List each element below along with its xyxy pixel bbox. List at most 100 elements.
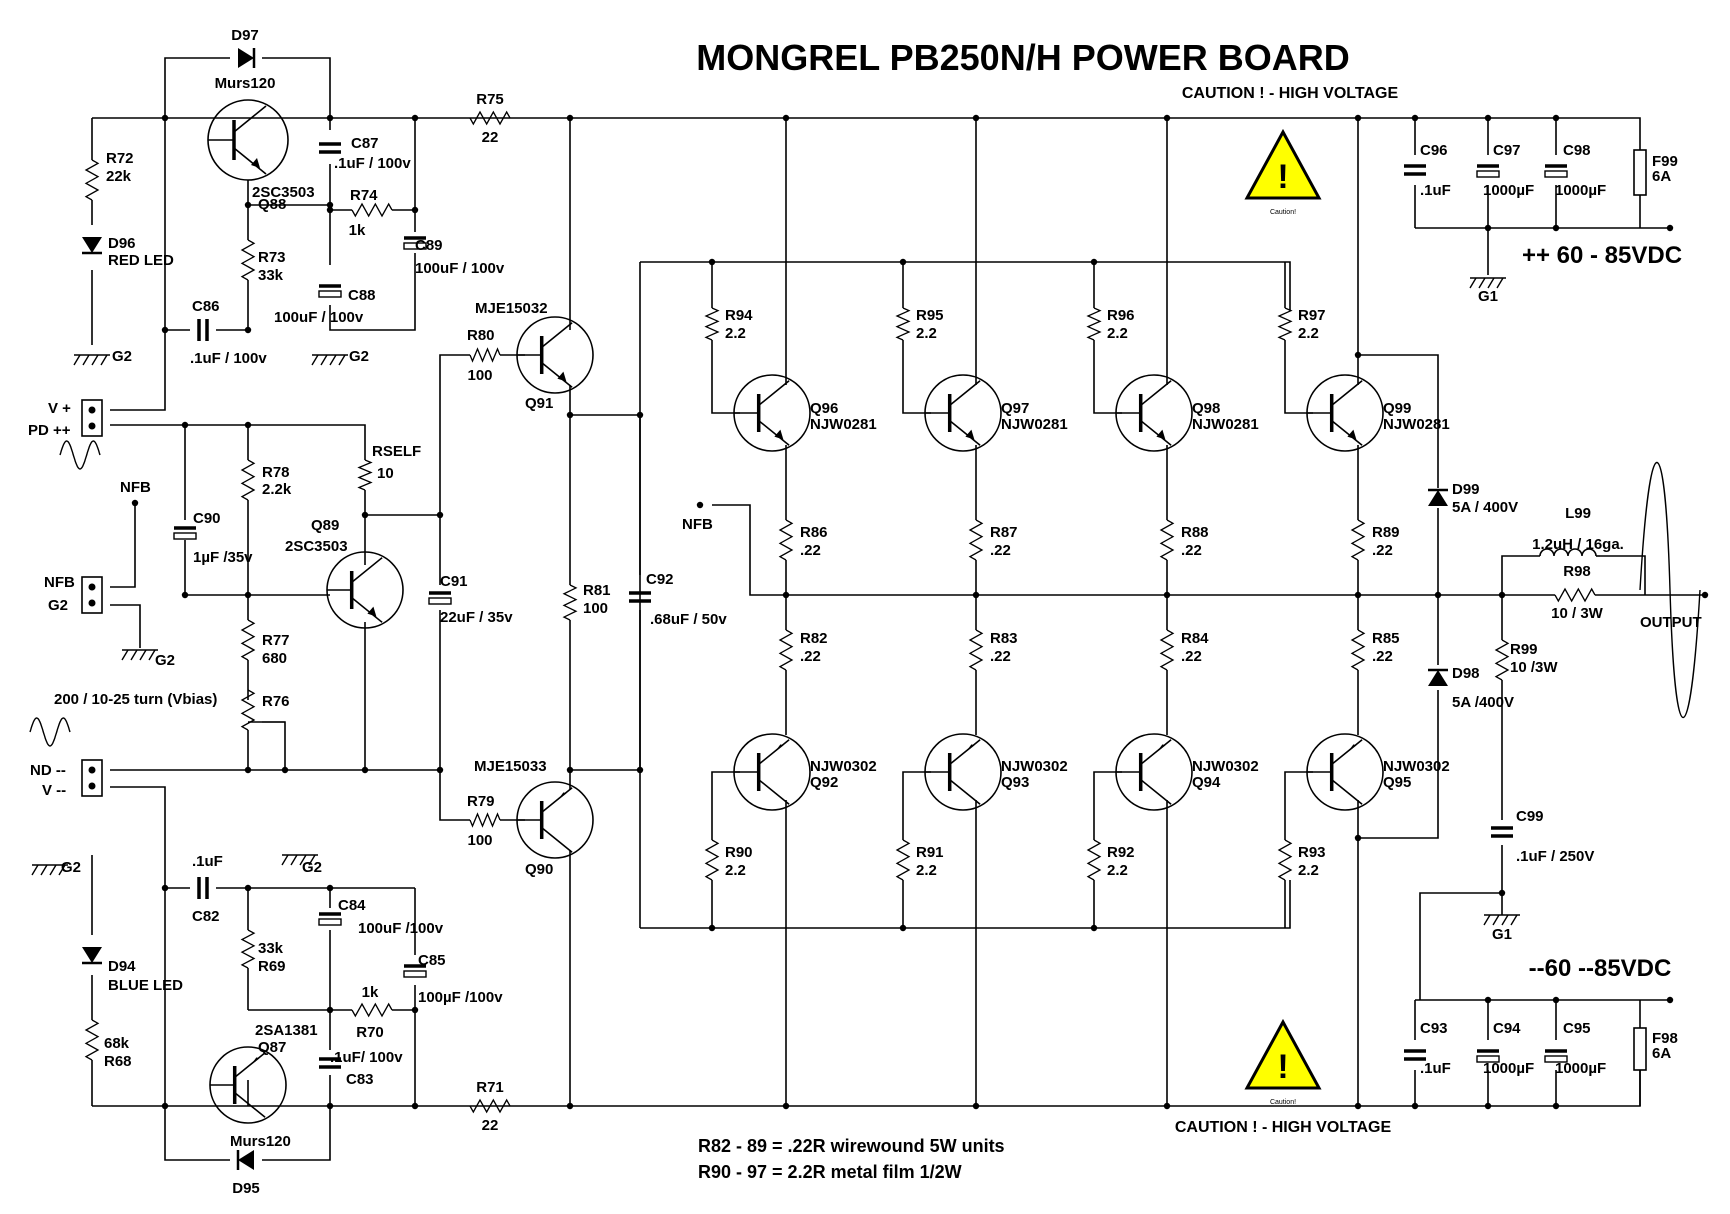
- input-waveform-icon: [59, 440, 101, 470]
- component-label: G2: [112, 348, 132, 365]
- junction-dot: [708, 258, 716, 266]
- junction-dot: [161, 326, 169, 334]
- junction-dot: [281, 766, 289, 774]
- junction-dot: [1666, 996, 1674, 1004]
- component-label: PD ++: [28, 422, 71, 439]
- junction-dot: [1354, 834, 1362, 842]
- note-2: R90 - 97 = 2.2R metal film 1/2W: [698, 1162, 962, 1182]
- resistor: [1159, 519, 1175, 561]
- resistor: [357, 459, 373, 491]
- component-label: G2: [302, 859, 322, 876]
- component-label: C93: [1420, 1020, 1448, 1037]
- component-label: 1k: [362, 984, 379, 1001]
- junction-dot: [181, 591, 189, 599]
- junction-dot: [1434, 591, 1442, 599]
- component-label: 1µF /35v: [193, 549, 253, 566]
- component-label: L99: [1565, 505, 1591, 522]
- junction-dot: [636, 766, 644, 774]
- component-label: NJW0302: [1192, 758, 1259, 775]
- component-label: 2.2: [916, 862, 937, 879]
- wire: [1358, 354, 1439, 488]
- component-label: R88: [1181, 524, 1209, 541]
- transistor: [1115, 733, 1193, 811]
- ground-symbol: [73, 354, 110, 366]
- resistor: [1086, 839, 1102, 881]
- page-title: MONGREL PB250N/H POWER BOARD: [696, 37, 1349, 78]
- terminal-connector: [81, 759, 103, 797]
- component-label: 1000µF: [1483, 1060, 1534, 1077]
- resistor: [968, 519, 984, 561]
- component-label: Q88: [258, 196, 286, 213]
- resistor: [704, 839, 720, 881]
- junction-dot: [1090, 258, 1098, 266]
- terminal-connector: [81, 399, 103, 437]
- resistor: [240, 619, 256, 661]
- capacitor: [403, 236, 427, 250]
- component-label: 10 /3W: [1510, 659, 1558, 676]
- component-label: C90: [193, 510, 221, 527]
- junction-dot: [411, 1006, 419, 1014]
- junction-dot: [326, 114, 334, 122]
- wire: [92, 117, 1641, 150]
- caution-top-label: CAUTION ! - HIGH VOLTAGE: [1182, 85, 1399, 102]
- component-label: 200 / 10-25 turn (Vbias): [54, 691, 217, 708]
- junction-dot: [244, 421, 252, 429]
- wire: [640, 880, 1291, 929]
- junction-dot: [899, 258, 907, 266]
- junction-dot: [972, 114, 980, 122]
- ground-symbol: [1483, 914, 1520, 926]
- component-label: .1uF: [1420, 182, 1451, 199]
- junction-dot: [436, 511, 444, 519]
- component-label: 2.2k: [262, 481, 292, 498]
- caution-icon-caption: Caution!: [1270, 209, 1296, 216]
- component-label: R86: [800, 524, 828, 541]
- junction-dot: [708, 924, 716, 932]
- component-label: R74: [350, 187, 378, 204]
- wire: [262, 1106, 331, 1161]
- component-label: 22k: [106, 168, 132, 185]
- wire: [1093, 771, 1122, 840]
- resistor: [562, 584, 578, 621]
- component-label: R91: [916, 844, 944, 861]
- component-label: .1uF / 100v: [190, 350, 267, 367]
- junction-dot: [1498, 889, 1506, 897]
- component-label: D98: [1452, 665, 1480, 682]
- component-label: 22uF / 35v: [440, 609, 513, 626]
- wire: [329, 253, 416, 331]
- junction-dot: [361, 511, 369, 519]
- junction-dot: [436, 766, 444, 774]
- component-label: 10: [377, 465, 394, 482]
- component-label: D96: [108, 235, 136, 252]
- junction-dot: [1411, 114, 1419, 122]
- component-label: MJE15033: [474, 758, 547, 775]
- junction-dot: [326, 1102, 334, 1110]
- junction-dot: [1163, 1102, 1171, 1110]
- component-label: C85: [418, 952, 446, 969]
- component-label: R79: [467, 793, 495, 810]
- transistor: [733, 733, 811, 811]
- component-label: 100uF / 100v: [274, 309, 364, 326]
- resistor: [84, 1019, 100, 1061]
- component-label: RSELF: [372, 443, 421, 460]
- diode: [82, 237, 102, 255]
- component-label: C96: [1420, 142, 1448, 159]
- ground-symbol: [311, 354, 348, 366]
- transistor: [326, 551, 404, 629]
- junction-dot: [361, 766, 369, 774]
- resistor: [240, 459, 256, 501]
- junction-dot: [1354, 114, 1362, 122]
- component-label: R83: [990, 630, 1018, 647]
- component-label: G2: [48, 597, 68, 614]
- component-label: 1.2uH / 16ga.: [1532, 536, 1624, 553]
- component-label: NFB: [120, 479, 151, 496]
- component-label: F98: [1652, 1030, 1678, 1047]
- junction-dot: [1552, 1102, 1560, 1110]
- component-label: R80: [467, 327, 495, 344]
- component-label: NJW0281: [1192, 416, 1259, 433]
- component-label: G1: [1492, 926, 1512, 943]
- component-label: .1uF: [192, 853, 223, 870]
- ground-symbol: [281, 854, 318, 866]
- junction-dot: [566, 766, 574, 774]
- junction-dot: [566, 411, 574, 419]
- component-label: C82: [192, 908, 220, 925]
